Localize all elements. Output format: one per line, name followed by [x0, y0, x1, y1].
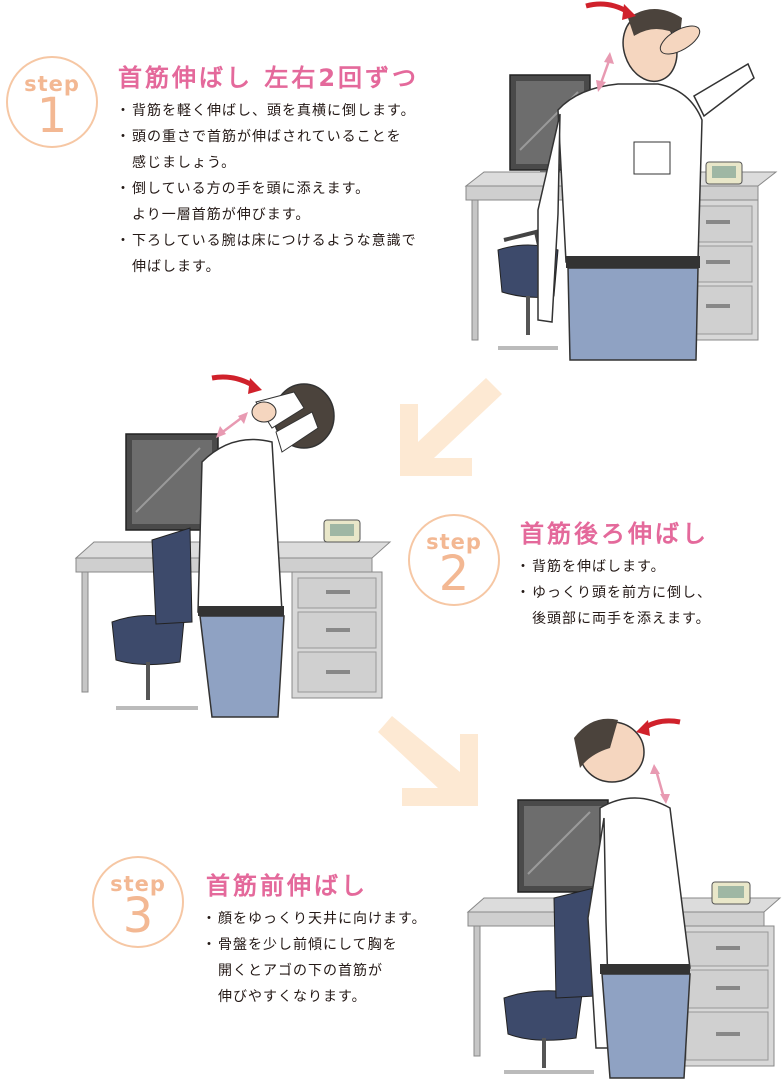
office-chair	[503, 887, 597, 1074]
step1-illustration	[464, 1, 778, 361]
step2-badge-number: 2	[438, 546, 470, 602]
man-figure	[537, 9, 755, 361]
step1-badge: step 1	[6, 56, 98, 148]
step3-badge-word: step	[110, 872, 166, 896]
step2-instructions: 背筋を伸ばします。 ゆっくり頭を前方に倒し、 後頭部に両手を添えます。	[516, 554, 712, 632]
step1-bullet: 頭の重さで首筋が伸ばされていることを 感じましょう。	[116, 124, 417, 176]
step2-bullet: ゆっくり頭を前方に倒し、 後頭部に両手を添えます。	[516, 580, 712, 632]
motion-arrow-icon	[585, 1, 630, 15]
direction-arrow-icon	[378, 716, 478, 806]
desk	[74, 541, 392, 699]
step1-badge-word: step	[24, 72, 80, 96]
step1-title: 首筋伸ばし 左右2回ずつ	[118, 64, 420, 92]
telephone	[323, 519, 361, 543]
stretch-arrow-icon	[650, 764, 670, 804]
step1-bullet: 下ろしている腕は床につけるような意識で 伸ばします。	[116, 228, 417, 280]
step3-instructions: 顔をゆっくり天井に向けます。 骨盤を少し前傾にして胸を 開くとアゴの下の首筋が …	[202, 906, 427, 1010]
step2-illustration	[74, 374, 392, 718]
step1-instructions: 背筋を軽く伸ばし、頭を真横に倒します。 頭の重さで首筋が伸ばされていることを 感…	[116, 98, 417, 280]
step2-badge: step 2	[408, 514, 500, 606]
telephone	[705, 161, 743, 185]
man-figure	[197, 383, 335, 718]
office-chair	[111, 527, 198, 710]
telephone	[711, 881, 751, 905]
step3-illustration	[466, 718, 782, 1079]
stretch-arrow-icon	[596, 52, 614, 92]
step2-badge-word: step	[426, 530, 482, 554]
step3-title: 首筋前伸ばし	[206, 872, 368, 900]
motion-arrow-icon	[642, 718, 681, 731]
step3-badge: step 3	[92, 856, 184, 948]
direction-arrow-icon	[400, 378, 502, 476]
step2-bullet: 背筋を伸ばします。	[516, 554, 712, 580]
step1-badge-number: 1	[36, 88, 68, 144]
step3-bullet: 顔をゆっくり天井に向けます。	[202, 906, 427, 932]
step3-bullet: 骨盤を少し前傾にして胸を 開くとアゴの下の首筋が 伸びやすくなります。	[202, 932, 427, 1010]
step1-bullet: 背筋を軽く伸ばし、頭を真横に倒します。	[116, 98, 417, 124]
step1-bullet: 倒している方の手を頭に添えます。 より一層首筋が伸びます。	[116, 176, 417, 228]
step3-badge-number: 3	[122, 888, 154, 944]
stretch-arrow-icon	[216, 412, 248, 438]
motion-arrow-icon	[211, 374, 256, 389]
step2-title: 首筋後ろ伸ばし	[520, 520, 709, 548]
man-figure	[574, 718, 691, 1079]
